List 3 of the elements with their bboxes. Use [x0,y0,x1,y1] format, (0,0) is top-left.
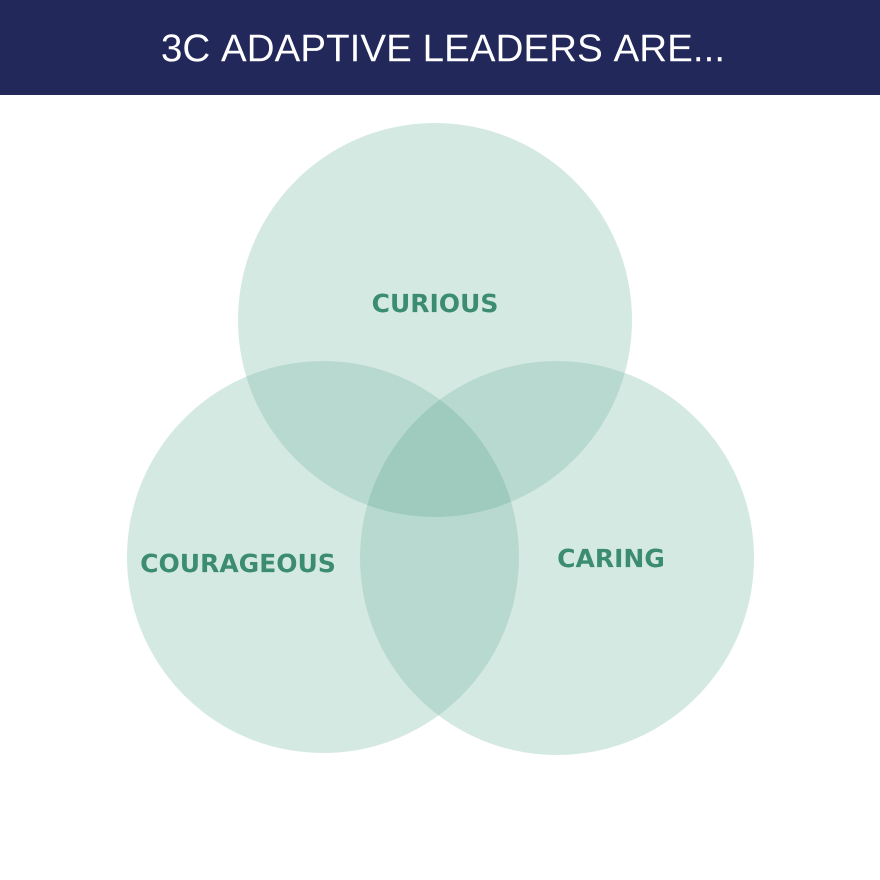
node-label: CARING [558,548,663,568]
node-label: COURAGEOUS [141,554,334,572]
title-banner: 3C ADAPTIVE LEADERS ARE... [0,0,880,95]
